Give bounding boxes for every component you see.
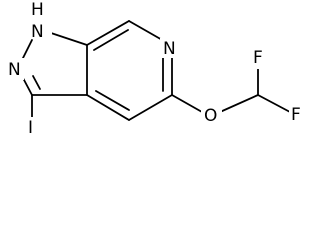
bond-n2-c3-outer: [22, 77, 33, 96]
bond-n2-c3-inner: [32, 75, 41, 90]
bond-nh-n2: [22, 39, 33, 59]
bond-c5-c4: [128, 94, 173, 121]
atom-o-label: O: [204, 106, 217, 126]
atom-f2-label: F: [291, 105, 301, 125]
bond-c5-o: [171, 94, 203, 113]
atom-nh-label: N: [31, 22, 44, 42]
bond-group: [22, 20, 291, 121]
molecule-structure: H N N N I O F F: [6, 0, 305, 139]
bond-c4-c3a-inner: [95, 90, 130, 111]
bond-chf2-f2: [257, 94, 291, 113]
atom-f1-label: F: [253, 48, 263, 68]
atom-n2-label: N: [8, 60, 21, 80]
atom-labels: H N N N I O F F: [6, 0, 305, 139]
atom-n-pyridine-label: N: [163, 39, 176, 59]
atom-h-label: H: [31, 0, 44, 20]
bond-c7a-c7-inner: [93, 29, 129, 51]
molecule-canvas: H N N N I O F F: [6, 0, 305, 139]
bond-c7a-c7-outer: [86, 20, 130, 46]
bond-c7-n6: [128, 20, 165, 42]
atom-i-label: I: [28, 118, 33, 138]
bond-o-chf2: [219, 94, 259, 113]
bond-c4-c3a-outer: [86, 94, 130, 121]
